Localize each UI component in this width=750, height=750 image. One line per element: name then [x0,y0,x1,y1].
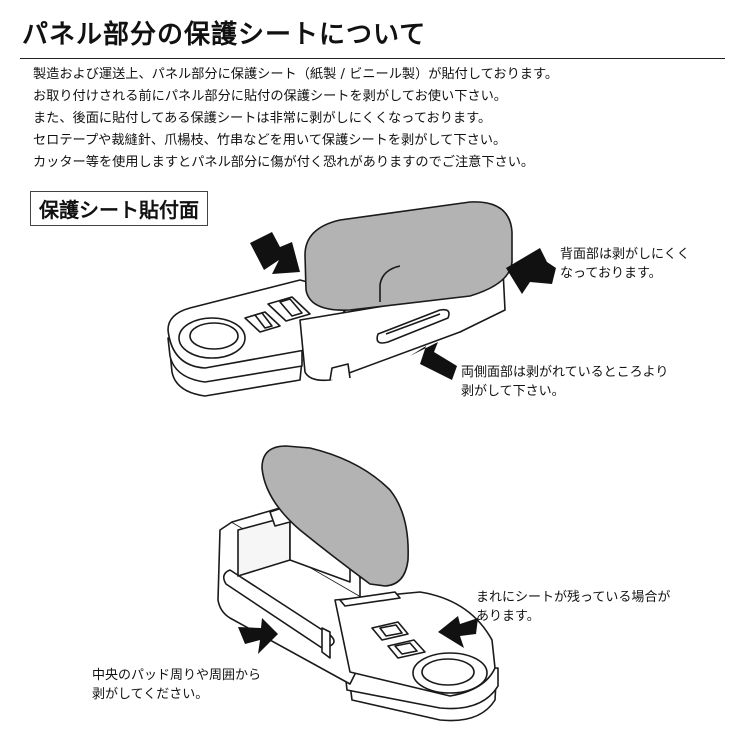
intro-line: カッター等を使用しますとパネル部分に傷が付く恐れがありますのでご注意下さい。 [33,155,535,170]
note-center: 中央のパッド周りや周囲から 剥がしてください。 [92,666,261,704]
arrow-icon [250,232,300,274]
intro-line: また、後面に貼付してある保護シートは非常に剥がしにくくなっております。 [33,111,492,126]
note-sides: 両側面部は剥がれているところより 剥がして下さい。 [461,363,668,401]
page-title: パネル部分の保護シートについて [22,20,427,50]
title-divider [20,58,725,59]
note-line: 背面部は剥がしにくく [560,247,690,262]
note-residue: まれにシートが残っている場合が あります。 [476,588,670,626]
note-line: 剥がしてください。 [92,687,209,702]
note-line: あります。 [476,609,540,624]
console-closed-illustration [167,201,513,397]
intro-text: 製造および運送上、パネル部分に保護シート（紙製 / ビニール製）が貼付しておりま… [33,64,558,174]
section-label: 保護シート貼付面 [30,191,208,226]
console-open-illustration [217,445,499,722]
note-line: 中央のパッド周りや周囲から [92,668,262,683]
arrow-icon [506,248,556,294]
note-line: 剥がして下さい。 [461,384,565,399]
arrow-icon [438,616,478,648]
arrow-icon [410,342,457,380]
intro-line: セロテープや裁縫針、爪楊枝、竹串などを用いて保護シートを剥がして下さい。 [33,133,507,148]
note-line: なっております。 [560,266,662,281]
note-back: 背面部は剥がしにくく なっております。 [560,245,690,283]
arrow-icon [238,618,278,654]
note-line: 両側面部は剥がれているところより [461,365,669,380]
note-line: まれにシートが残っている場合が [476,590,671,605]
intro-line: お取り付けされる前にパネル部分に貼付の保護シートを剥がしてお使い下さい。 [33,89,507,104]
intro-line: 製造および運送上、パネル部分に保護シート（紙製 / ビニール製）が貼付しておりま… [33,67,559,82]
